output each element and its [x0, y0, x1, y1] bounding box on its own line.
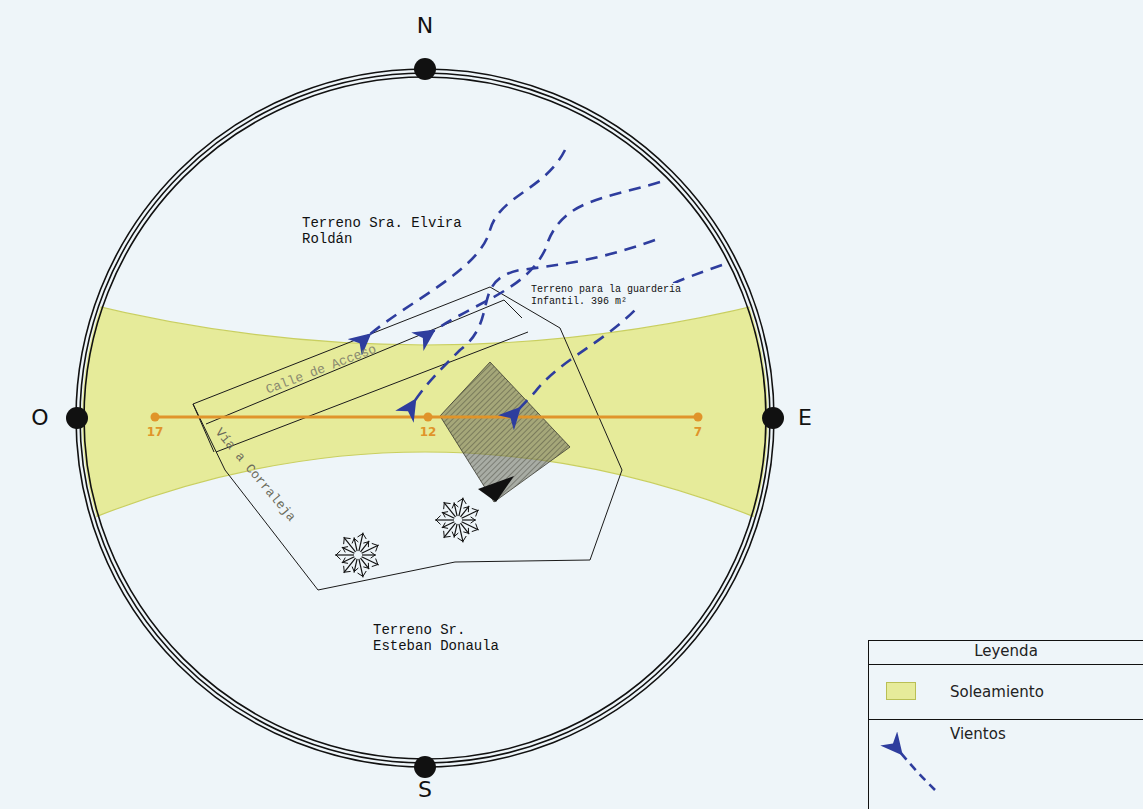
- legend-title: Leyenda: [974, 643, 1038, 660]
- wind-arrow: [368, 150, 722, 410]
- tree-symbol: [335, 498, 479, 578]
- legend-swatch: [886, 682, 916, 700]
- legend-entry: Soleamiento: [868, 664, 1143, 719]
- site-lines: [193, 287, 622, 590]
- wind-legend-symbol: [900, 752, 935, 790]
- hour-label: 7: [694, 426, 702, 440]
- sun-path: [151, 413, 703, 422]
- street-label: Vía a Corraleja: [212, 425, 299, 524]
- legend-entry: Vientos: [868, 719, 1143, 809]
- lot-label: Terreno para la guardería Infantil. 396 …: [529, 283, 693, 308]
- compass-dot: [66, 58, 784, 778]
- compass-ring: [76, 69, 774, 767]
- legend-frame: [868, 641, 1143, 809]
- hour-label: 17: [147, 426, 164, 440]
- sun-band: [0, 280, 850, 560]
- tree-symbol: [435, 498, 479, 543]
- street-label: Calle de Acceso: [265, 342, 380, 398]
- legend-text: Vientos: [950, 725, 1006, 743]
- compass-letter: N: [417, 13, 433, 38]
- neighbor-lot-label: Terreno Sr. Esteban Donaula: [373, 622, 515, 654]
- building: [440, 362, 570, 502]
- legend: SoleamientoVientos: [868, 640, 1143, 809]
- compass-letter: E: [798, 405, 812, 430]
- hour-label: 12: [420, 426, 437, 440]
- compass-letter: O: [31, 405, 48, 430]
- neighbor-lot-label: Terreno Sra. Elvira Roldán: [302, 215, 470, 247]
- compass-letter: S: [418, 777, 432, 802]
- tree-symbol: [335, 533, 379, 578]
- legend-text: Soleamiento: [950, 683, 1044, 701]
